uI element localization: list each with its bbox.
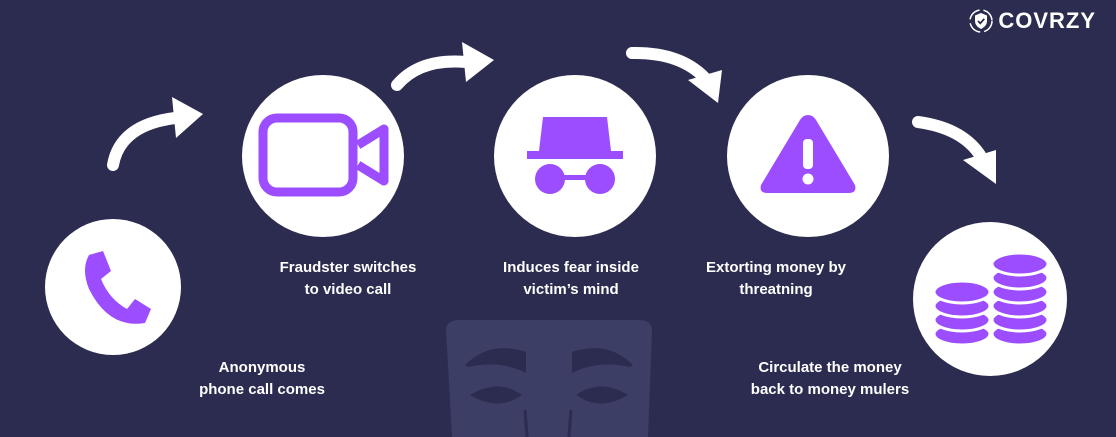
- label-line: threatning: [739, 281, 813, 298]
- brand-name: COVRZY: [998, 8, 1096, 33]
- label-line: Fraudster switches: [279, 259, 417, 276]
- label-line: Anonymous: [218, 359, 306, 376]
- step-circle-spy: [494, 75, 656, 237]
- phone-icon: [85, 251, 151, 324]
- video-camera-icon: [258, 113, 389, 197]
- step-label-video-call: Fraudster switches to video call: [238, 257, 458, 301]
- label-line: victim’s mind: [523, 281, 619, 298]
- label-line: Extorting money by: [705, 259, 847, 276]
- step-label-money-mulers: Circulate the money back to money mulers: [720, 357, 940, 401]
- step-label-fear: Induces fear inside victim’s mind: [461, 257, 681, 301]
- anonymous-mask-icon: [446, 320, 652, 437]
- label-line: back to money mulers: [750, 381, 910, 398]
- step-circle-coins: [913, 222, 1067, 376]
- arrow-icon: [107, 97, 203, 171]
- arrow-icon: [626, 46, 722, 103]
- label-line: Induces fear inside: [503, 259, 639, 276]
- label-line: to video call: [304, 281, 392, 298]
- step-circle-warning: [727, 75, 889, 237]
- warning-icon: [760, 115, 856, 193]
- step-label-extortion: Extorting money by threatning: [666, 257, 886, 301]
- arrow-icon: [391, 42, 494, 91]
- coins-icon: [932, 251, 1050, 347]
- step-circle-phone: [45, 219, 181, 355]
- step-circle-video: [242, 75, 404, 237]
- arrow-icon: [912, 116, 996, 184]
- shield-check-icon: [969, 9, 994, 33]
- flow-arrows: [107, 42, 996, 184]
- spy-incognito-icon: [527, 117, 623, 194]
- brand-logo: COVRZY: [968, 8, 1096, 34]
- step-label-phone-call: Anonymous phone call comes: [152, 357, 372, 401]
- label-line: phone call comes: [199, 381, 325, 398]
- label-line: Circulate the money: [758, 359, 902, 376]
